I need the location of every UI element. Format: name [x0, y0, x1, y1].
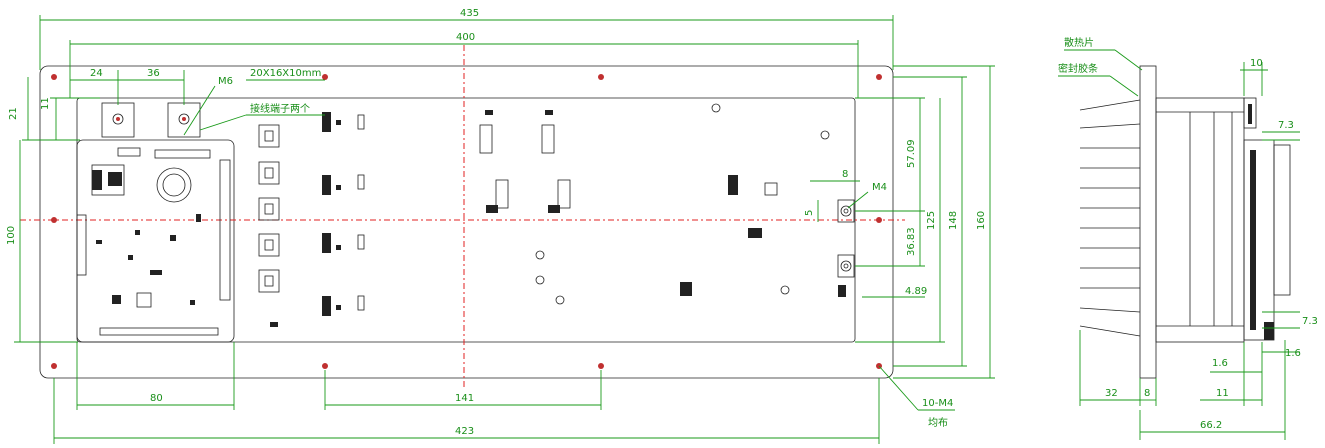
- power-components: [270, 103, 830, 327]
- pcb-stack: [1243, 139, 1275, 341]
- dim-100: 100: [6, 226, 17, 245]
- terminal-count-note: 接线端子两个: [250, 102, 310, 115]
- mounting-hole: [51, 363, 57, 369]
- dim-66-2: 66.2: [1200, 420, 1222, 431]
- dim-1-6-left: 1.6: [1212, 358, 1228, 369]
- dim-7-3-top: 7.3: [1278, 120, 1294, 131]
- holes-distribution-note: 均布: [928, 417, 948, 429]
- mounting-hole: [51, 217, 57, 223]
- mounting-hole: [598, 363, 604, 369]
- front-view: 435 400 24 36 M6 20X16X10mm 接线端子两个 21: [6, 8, 995, 444]
- dim-1-6-right: 1.6: [1285, 348, 1301, 359]
- dim-21: 21: [8, 107, 19, 120]
- mounting-hole: [876, 217, 882, 223]
- terminal-blocks: [101, 102, 201, 138]
- dim-7-3-bottom: 7.3: [1302, 316, 1318, 327]
- dim-11: 11: [40, 97, 51, 110]
- dim-5: 5: [804, 210, 815, 216]
- dim-m6: M6: [218, 76, 233, 87]
- heatsink-base: [1139, 65, 1157, 379]
- dim-80: 80: [150, 393, 163, 404]
- housing: [1155, 97, 1245, 343]
- dim-m4: M4: [872, 182, 887, 193]
- dim-36: 36: [147, 68, 160, 79]
- dim-423: 423: [455, 426, 474, 437]
- heatsink-label: 散热片: [1064, 36, 1094, 49]
- dim-125: 125: [926, 211, 937, 230]
- dim-32-side: 32: [1105, 388, 1118, 399]
- mounting-holes: [51, 74, 882, 369]
- terminal-size-note: 20X16X10mm: [250, 68, 321, 79]
- control-board-components: [76, 147, 231, 336]
- mounting-plate: [39, 65, 894, 379]
- mounting-hole: [322, 74, 328, 80]
- dim-141: 141: [455, 393, 474, 404]
- dim-4-89: 4.89: [905, 286, 927, 297]
- dim-10-side: 10: [1250, 58, 1263, 69]
- dim-8-side: 8: [1144, 388, 1150, 399]
- side-dimensions: 10 7.3 7.3 1.6 1.6 32 8 11 6: [1079, 58, 1318, 440]
- dim-24: 24: [90, 68, 103, 79]
- mounting-hole: [51, 74, 57, 80]
- mounting-hole: [876, 74, 882, 80]
- side-view: 散热片 密封胶条 10 7.3 7.3 1.6 1.6 32: [1058, 36, 1318, 440]
- m4-studs: [837, 199, 855, 297]
- dim-11-side: 11: [1216, 388, 1229, 399]
- dim-36-83: 36.83: [906, 227, 917, 256]
- dim-8-right: 8: [842, 169, 848, 180]
- dim-148: 148: [948, 211, 959, 230]
- heatsink-fins: [1079, 99, 1141, 337]
- dim-overall-width: 435: [460, 8, 479, 19]
- capacitor-column: [258, 124, 280, 293]
- dim-57-09: 57.09: [906, 139, 917, 168]
- dim-160: 160: [976, 211, 987, 230]
- mounting-hole: [322, 363, 328, 369]
- holes-note: 10-M4: [922, 398, 953, 409]
- housing-lines: [1156, 111, 1244, 327]
- mounting-hole: [598, 74, 604, 80]
- dim-hole-pitch-x: 400: [456, 32, 475, 43]
- front-dimensions: 435 400 24 36 M6 20X16X10mm 接线端子两个 21: [6, 8, 995, 444]
- seal-label: 密封胶条: [1058, 62, 1098, 75]
